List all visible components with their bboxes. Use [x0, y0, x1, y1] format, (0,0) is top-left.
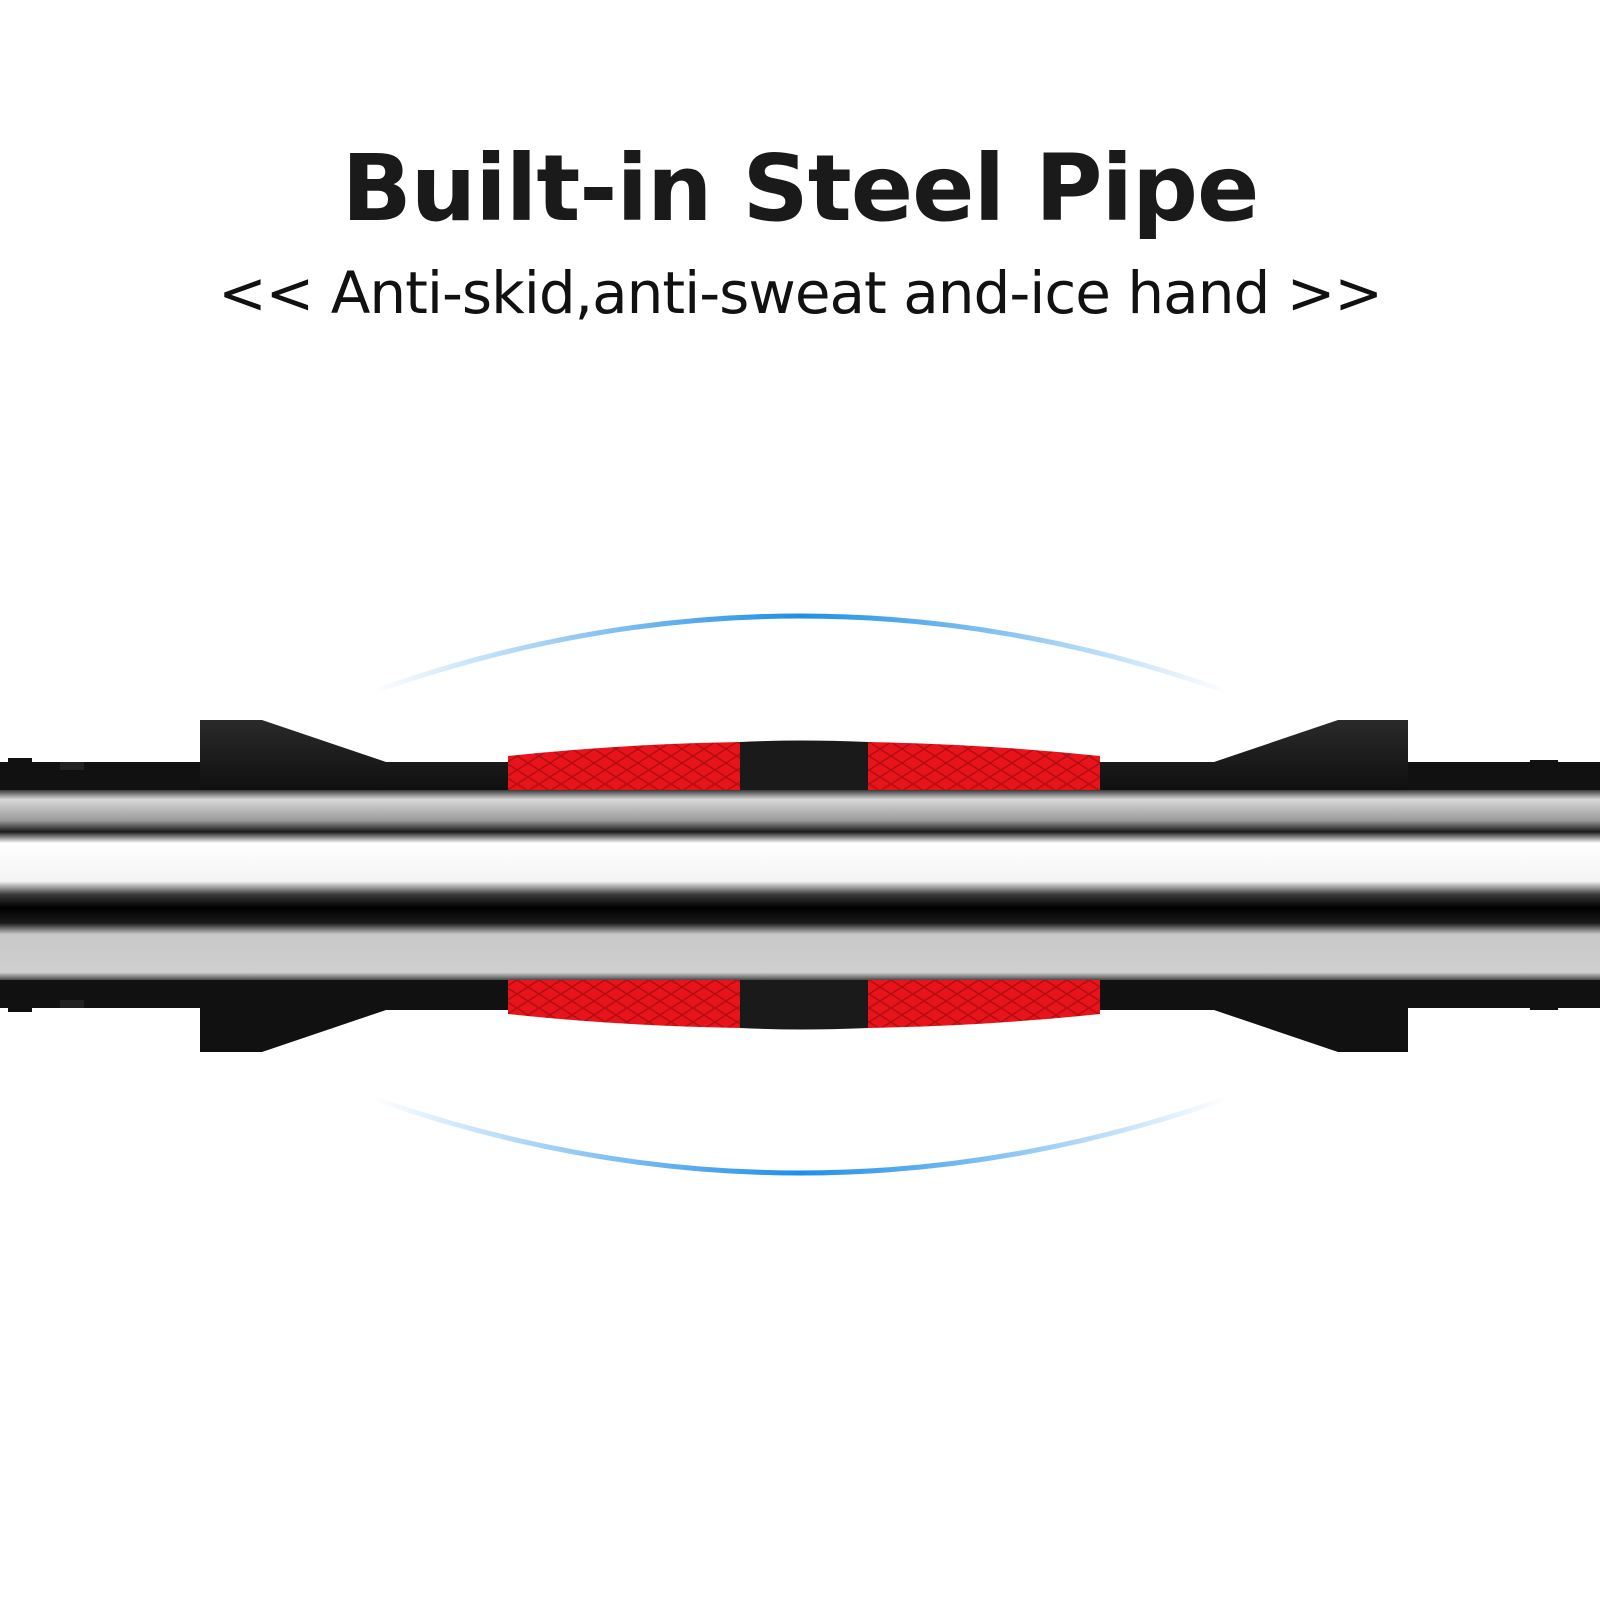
- red-grip-left-bottom: [508, 970, 740, 1028]
- bottom-arc: [369, 1095, 1231, 1176]
- foam-grip-bottom: [200, 970, 1408, 1052]
- red-grip-left-top: [508, 742, 740, 800]
- red-grip-right-bottom: [868, 970, 1100, 1028]
- top-arc: [369, 613, 1231, 695]
- steel-pipe-illustration: [0, 613, 1600, 1176]
- foam-grip-top: [200, 720, 1408, 800]
- page-title: Built-in Steel Pipe: [341, 135, 1260, 242]
- page-subtitle: << Anti-skid,anti-sweat and-ice hand >>: [218, 259, 1383, 327]
- chrome-steel-pipe: [0, 790, 1600, 980]
- red-grip-right-top: [868, 742, 1100, 800]
